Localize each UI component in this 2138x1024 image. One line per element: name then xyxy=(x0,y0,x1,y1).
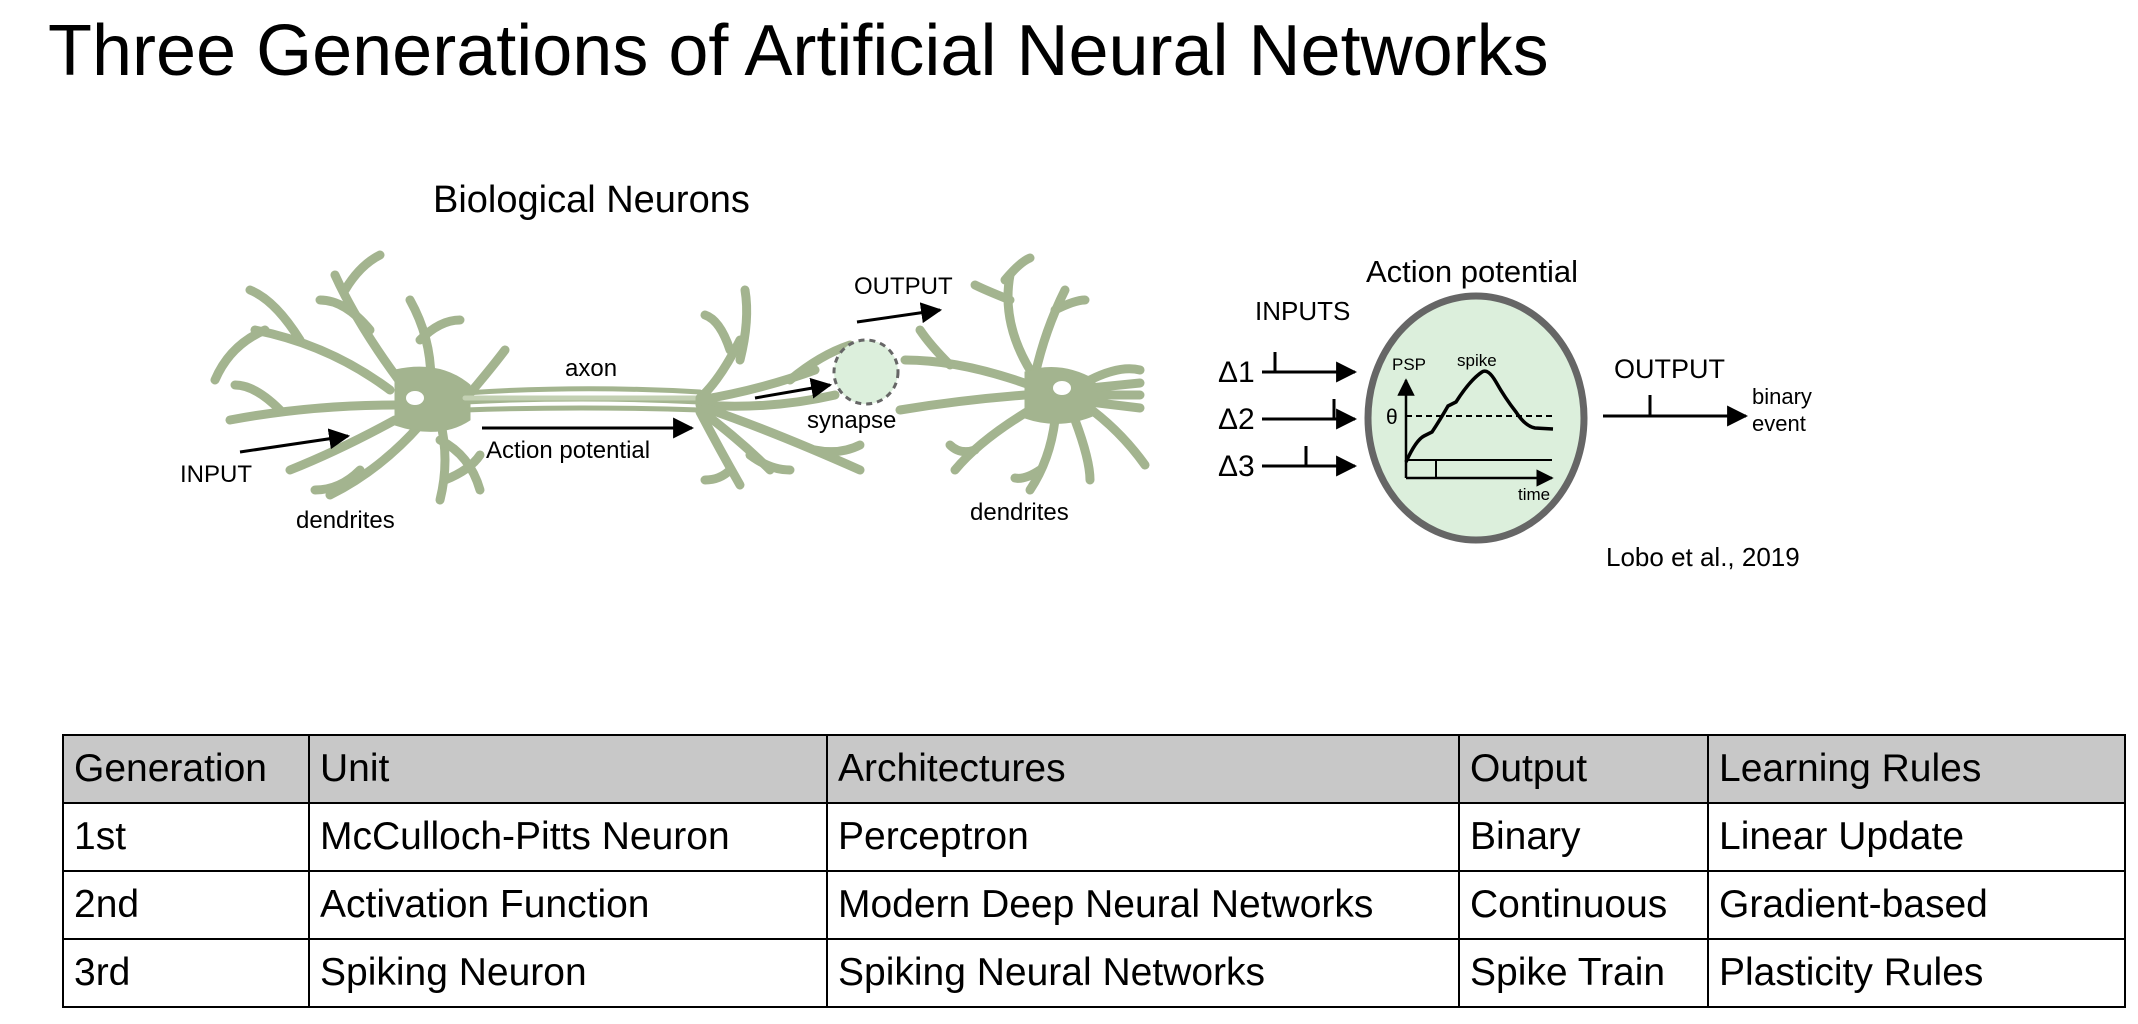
input-arrow xyxy=(239,428,351,454)
spiking-panel-title: Action potential xyxy=(1366,254,1578,289)
input-line-3 xyxy=(1262,446,1358,477)
table-row: 2nd Activation Function Modern Deep Neur… xyxy=(62,870,2126,940)
axon-label: axon xyxy=(565,355,617,382)
table-row: 3rd Spiking Neuron Spiking Neural Networ… xyxy=(62,938,2126,1008)
input-delta-3: Δ3 xyxy=(1218,450,1255,483)
cell-generation: 3rd xyxy=(62,938,310,1008)
cell-output: Binary xyxy=(1458,802,1709,872)
dendrites-left-label: dendrites xyxy=(296,507,395,534)
table-row: 1st McCulloch-Pitts Neuron Perceptron Bi… xyxy=(62,802,2126,872)
output-arrow xyxy=(856,302,943,324)
spiking-output-label: OUTPUT xyxy=(1614,354,1725,384)
input-line-1 xyxy=(1262,352,1358,383)
header-output: Output xyxy=(1458,734,1709,804)
slide-title: Three Generations of Artificial Neural N… xyxy=(48,11,1549,91)
table-header-row: Generation Unit Architectures Output Lea… xyxy=(62,734,2126,804)
threshold-label: θ xyxy=(1386,406,1398,429)
cell-output: Continuous xyxy=(1458,870,1709,940)
synapse-marker xyxy=(832,338,900,406)
input-line-2 xyxy=(1262,399,1358,430)
header-generation: Generation xyxy=(62,734,310,804)
neuron-diagrams: INPUT dendrites axon Action potential OU… xyxy=(180,250,1812,544)
cell-learning-rules: Linear Update xyxy=(1707,802,2126,872)
output-label: OUTPUT xyxy=(854,273,953,300)
input-delta-2: Δ2 xyxy=(1218,403,1255,436)
cell-unit: Activation Function xyxy=(308,870,828,940)
synapse-label: synapse xyxy=(807,407,896,434)
neuron-body xyxy=(1364,292,1588,544)
spike-label: spike xyxy=(1457,351,1497,370)
cell-architectures: Perceptron xyxy=(826,802,1460,872)
cell-generation: 2nd xyxy=(62,870,310,940)
input-delta-1: Δ1 xyxy=(1218,356,1255,389)
header-unit: Unit xyxy=(308,734,828,804)
binary-event-label-line1: binary xyxy=(1752,384,1812,409)
header-architectures: Architectures xyxy=(826,734,1460,804)
citation: Lobo et al., 2019 xyxy=(1606,542,1800,572)
inputs-label: INPUTS xyxy=(1255,296,1350,326)
psp-label: PSP xyxy=(1392,355,1426,374)
cell-learning-rules: Gradient-based xyxy=(1707,870,2126,940)
cell-architectures: Spiking Neural Networks xyxy=(826,938,1460,1008)
psp-plot xyxy=(1397,369,1556,487)
input-label: INPUT xyxy=(180,461,252,488)
dendrites-right-label: dendrites xyxy=(970,499,1069,526)
header-learning-rules: Learning Rules xyxy=(1707,734,2126,804)
cell-architectures: Modern Deep Neural Networks xyxy=(826,870,1460,940)
action-potential-label: Action potential xyxy=(486,437,650,464)
biological-neuron-illustration xyxy=(210,250,1150,505)
cell-learning-rules: Plasticity Rules xyxy=(1707,938,2126,1008)
synapse-arrow xyxy=(754,377,833,400)
spiking-neuron-schematic: Action potential INPUTS Δ1 Δ2 Δ3 PSP spi… xyxy=(1218,254,1812,544)
time-label: time xyxy=(1518,485,1550,504)
output-spike-line xyxy=(1603,395,1749,427)
cell-unit: Spiking Neuron xyxy=(308,938,828,1008)
generations-table: Generation Unit Architectures Output Lea… xyxy=(62,734,2126,1008)
binary-event-label-line2: event xyxy=(1752,411,1806,436)
cell-generation: 1st xyxy=(62,802,310,872)
cell-output: Spike Train xyxy=(1458,938,1709,1008)
cell-unit: McCulloch-Pitts Neuron xyxy=(308,802,828,872)
biological-neurons-title: Biological Neurons xyxy=(433,179,750,221)
